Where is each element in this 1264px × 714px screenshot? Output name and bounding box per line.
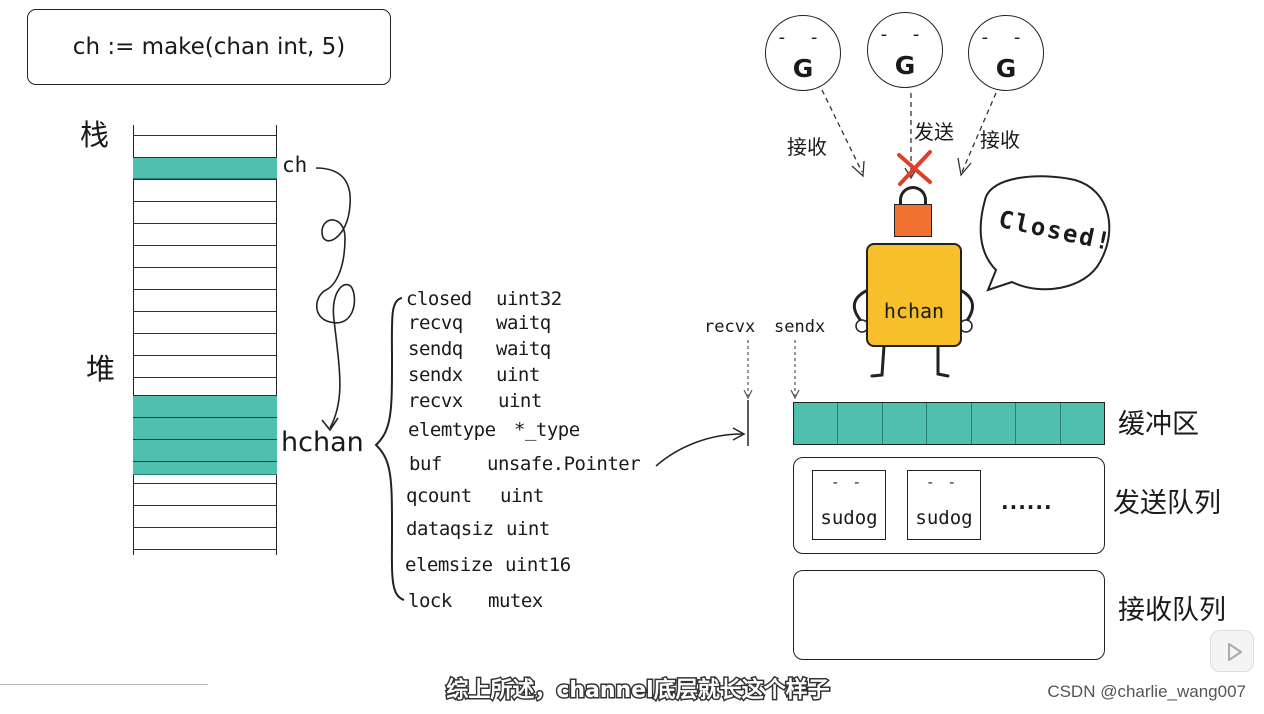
memory-row	[133, 201, 277, 202]
buffer-slot	[1060, 403, 1104, 444]
hchan-limbs	[852, 288, 975, 378]
recv-left-label: 接收	[787, 135, 827, 159]
memory-row	[133, 395, 277, 396]
memory-row	[133, 135, 277, 136]
hchan-label: hchan	[281, 427, 364, 458]
send-queue-label: 发送队列	[1113, 488, 1221, 519]
memory-column	[133, 125, 277, 555]
buffer-slot	[927, 403, 972, 444]
memory-right-edge	[276, 125, 277, 555]
ch-label: ch	[282, 153, 308, 177]
recv-queue-label: 接收队列	[1118, 595, 1226, 626]
goroutine-right: - - G	[968, 15, 1044, 91]
memory-row	[133, 157, 277, 158]
goroutine-left: - - G	[765, 15, 841, 91]
ch-pointer-arrowhead	[321, 417, 339, 432]
goroutine-middle: - - G	[867, 12, 943, 88]
recv-left-arrow	[821, 89, 863, 173]
memory-row	[133, 311, 277, 312]
memory-row	[133, 355, 277, 356]
lock-shackle	[899, 186, 927, 212]
memory-row	[133, 377, 277, 378]
send-blocked-cross	[897, 150, 932, 186]
memory-row	[133, 461, 277, 462]
memory-row	[133, 505, 277, 506]
buffer-slot	[882, 403, 928, 444]
buffer-slot	[838, 403, 883, 444]
play-icon[interactable]	[1210, 630, 1254, 672]
video-subtitle: 综上所述，channel底层就长这个样子	[445, 677, 831, 705]
buffer-slot	[971, 403, 1017, 444]
memory-row	[133, 483, 277, 484]
memory-row	[133, 223, 277, 224]
code-box: ch := make(chan int, 5)	[27, 9, 391, 85]
play-glyph	[1228, 643, 1242, 661]
ring-buffer	[793, 402, 1105, 445]
buffer-slot	[794, 403, 839, 444]
buf-pointer-arrow	[655, 433, 743, 467]
memory-row	[133, 333, 277, 334]
code-text: ch := make(chan int, 5)	[72, 34, 346, 60]
memory-row	[133, 245, 277, 246]
memory-row	[133, 179, 277, 180]
recv-right-label: 接收	[980, 128, 1020, 152]
csdn-watermark: CSDN @charlie_wang007	[1047, 682, 1246, 701]
memory-row	[133, 527, 277, 528]
ch-pointer-curve	[315, 167, 356, 429]
memory-row	[133, 439, 277, 440]
hchan-character	[866, 243, 962, 347]
memory-left-edge	[133, 125, 134, 555]
recv-queue	[793, 570, 1105, 660]
send-queue: - - sudog - - sudog	[793, 457, 1105, 554]
stack-label: 栈	[80, 118, 110, 152]
sudog-item: - - sudog	[907, 470, 981, 540]
memory-row	[133, 289, 277, 290]
send-label: 发送	[914, 120, 954, 144]
video-progress-bar[interactable]	[0, 684, 208, 685]
memory-row	[133, 549, 277, 550]
hchan-character-label: hchan	[883, 299, 945, 323]
sudog-item: - - sudog	[812, 470, 886, 540]
memory-row	[133, 417, 277, 418]
lock-icon	[894, 204, 932, 237]
field-brace	[374, 297, 405, 601]
memory-row	[133, 267, 277, 268]
queue-more-ellipsis: ......	[1001, 490, 1053, 514]
heap-label: 堆	[86, 352, 116, 386]
sendx-index-label: sendx	[774, 317, 826, 337]
field-elemtype: elemtype*_type	[408, 419, 580, 441]
speech-bubble	[979, 175, 1111, 292]
buffer-label: 缓冲区	[1118, 409, 1199, 440]
buffer-slot	[1016, 403, 1061, 444]
buf-pointer-arrowhead	[732, 427, 746, 441]
recvx-index-label: recvx	[704, 317, 756, 337]
